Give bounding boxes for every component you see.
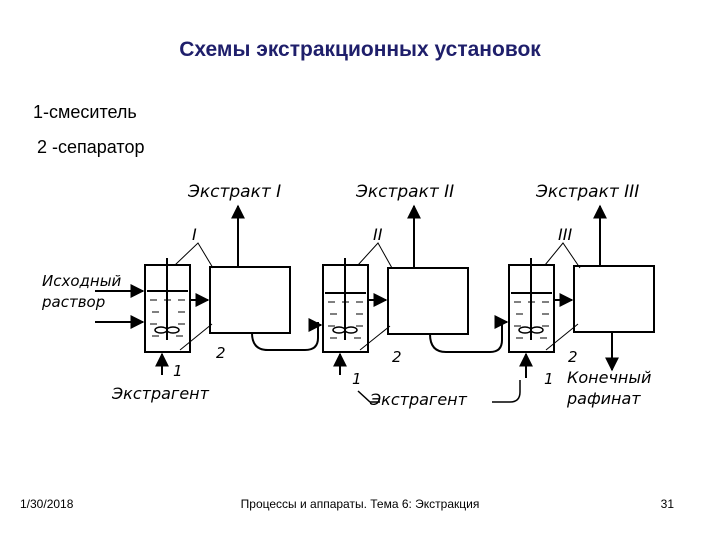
extractant-label-1: Экстрагент (111, 384, 210, 403)
separator-1 (209, 266, 291, 334)
stirrer-blade-1a (154, 326, 168, 334)
mixer-1-number: 1 (173, 362, 183, 380)
raffinate-label-line1: Конечный (567, 368, 651, 387)
extractant-line-2 (357, 390, 380, 403)
feed-label-line1: Исходный (42, 272, 122, 290)
stage-3-label: III (558, 225, 572, 244)
stage-1-label: I (192, 225, 197, 244)
slide-title: Схемы экстракционных установок (179, 38, 541, 61)
mixer-3-number: 1 (544, 370, 554, 388)
raffinate-label-line2: рафинат (566, 389, 641, 408)
extractant-line-3 (492, 380, 521, 403)
footer-date: 1/30/2018 (20, 497, 74, 511)
separator-3 (573, 265, 655, 333)
legend-separator: 2 -сепаратор (37, 137, 145, 157)
stirrer-blade-3a (518, 326, 532, 334)
stage-3 (508, 204, 655, 378)
raffinate-transfer-2-3 (429, 322, 503, 353)
legend-mixer: 1-смеситель (33, 102, 137, 122)
separator-2 (387, 267, 469, 335)
stirrer-blade-3b (530, 326, 544, 334)
separator-3-number: 2 (568, 348, 578, 366)
footer-page-number: 31 (660, 497, 674, 511)
extractant-label-2: Экстрагент (369, 390, 468, 409)
stage-1 (95, 204, 291, 375)
stage-2-label: II (373, 225, 383, 244)
footer-course: Процессы и аппараты. Тема 6: Экстракция (240, 497, 480, 511)
raffinate-transfer-1-2 (251, 322, 319, 351)
extract-1-label: Экстракт I (187, 182, 281, 202)
separator-2-number: 2 (392, 348, 402, 366)
stage-2 (322, 204, 469, 375)
separator-1-number: 2 (216, 344, 226, 362)
stirrer-blade-2b (344, 326, 358, 334)
extract-3-label: Экстракт III (535, 182, 639, 202)
stirrer-blade-2a (332, 326, 346, 334)
stirrer-blade-1b (166, 326, 180, 334)
mixer-2-number: 1 (352, 370, 362, 388)
extract-2-label: Экстракт II (355, 182, 454, 202)
feed-label-line2: раствор (41, 293, 105, 311)
